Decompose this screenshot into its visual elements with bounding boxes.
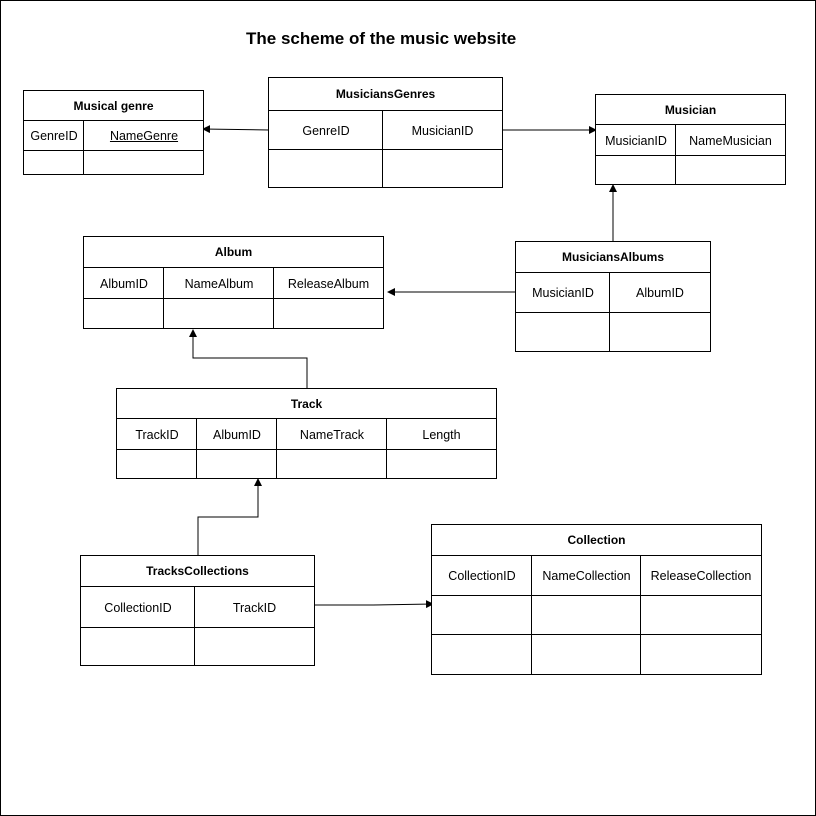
column-header: NameCollection: [542, 569, 631, 583]
entity-title: Musician: [596, 95, 785, 125]
column-header: NameMusician: [689, 133, 772, 148]
column-header: AlbumID: [213, 427, 261, 442]
column-header: MusicianID: [605, 133, 667, 148]
column-header: ReleaseCollection: [650, 569, 752, 583]
column-header: NameTrack: [299, 427, 365, 442]
entity-title: MusiciansAlbums: [516, 242, 710, 273]
arrow-trackscollections-to-track: [197, 478, 262, 555]
entity-title: Album: [84, 237, 383, 268]
entity-collection: Collection CollectionID NameCollection R…: [431, 524, 762, 675]
column-header: GenreID: [302, 123, 350, 138]
column-header: MusicianID: [532, 286, 594, 300]
entity-musical-genre: Musical genre GenreID NameGenre: [23, 90, 204, 175]
entity-musician: Musician MusicianID NameMusician: [595, 94, 786, 185]
entity-track: Track TrackID AlbumID NameTrack Length: [116, 388, 497, 479]
entity-title: Track: [117, 389, 496, 419]
entity-musiciansgenres: MusiciansGenres GenreID MusicianID: [268, 77, 503, 188]
column-header: AlbumID: [636, 286, 684, 300]
column-header: TrackID: [232, 600, 277, 615]
entity-trackscollections: TracksCollections CollectionID TrackID: [80, 555, 315, 666]
column-header: GenreID: [30, 129, 78, 143]
column-header: Length: [422, 427, 461, 442]
arrow-track-to-album: [189, 329, 308, 388]
column-header: CollectionID: [104, 600, 172, 615]
column-header: MusicianID: [411, 123, 474, 138]
column-header: NameGenre: [109, 129, 179, 143]
arrow-trackscollections-to-collection: [314, 600, 434, 609]
entity-title: TracksCollections: [81, 556, 314, 587]
column-header: AlbumID: [100, 276, 148, 291]
page-title: The scheme of the music website: [246, 29, 517, 48]
column-header: TrackID: [135, 427, 179, 442]
column-header: CollectionID: [448, 569, 516, 583]
entity-title: MusiciansGenres: [269, 78, 502, 111]
entity-title: Musical genre: [24, 91, 203, 121]
column-header: NameAlbum: [184, 276, 254, 291]
entity-album: Album AlbumID NameAlbum ReleaseAlbum: [83, 236, 384, 329]
column-header: ReleaseAlbum: [287, 276, 370, 291]
entity-musiciansalbums: MusiciansAlbums MusicianID AlbumID: [515, 241, 711, 352]
arrow-musiciansgenres-to-musical-genre: [202, 125, 270, 134]
entity-title: Collection: [432, 525, 761, 556]
